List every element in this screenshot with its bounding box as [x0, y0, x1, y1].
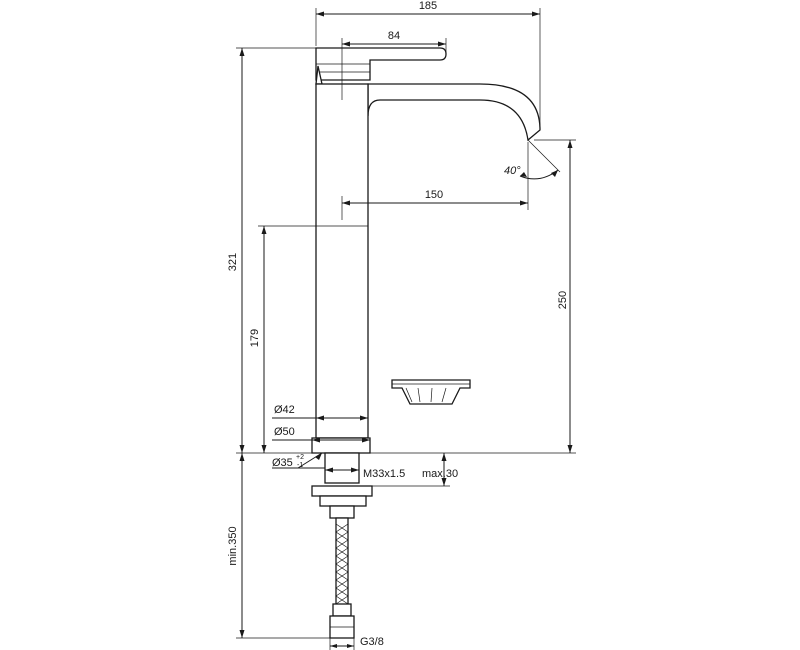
dim-base-diameter: Ø50: [274, 426, 295, 438]
fixing-nut: [311, 485, 373, 497]
dim-spout-reach: 150: [425, 189, 443, 201]
dimension-lines: [236, 8, 576, 650]
dim-spout-height: 250: [557, 291, 569, 309]
dim-overall-width: 185: [419, 0, 437, 12]
dim-body-diameter: Ø42: [274, 404, 295, 416]
body-column: [315, 83, 369, 439]
dim-max-thickness: max.30: [422, 468, 458, 480]
dim-connection: G3/8: [360, 636, 384, 648]
mounting-stud: [324, 452, 360, 484]
dim-lever-length: 84: [388, 30, 400, 42]
aerator-detail: [391, 379, 471, 405]
dim-overall-height: 321: [227, 253, 239, 271]
dim-body-height: 179: [249, 329, 261, 347]
dimension-labels: 185 84 150 321 179 250 40° Ø42 Ø50 Ø35 +…: [227, 0, 569, 648]
dim-hole-tol-minus: -1: [297, 462, 303, 469]
flexible-hose: [329, 517, 355, 639]
faucet-outline: [311, 47, 541, 639]
spout: [367, 83, 541, 142]
dim-min-hose: min.350: [227, 526, 239, 565]
dim-hole-tol-plus: +2: [296, 454, 304, 461]
dim-thread: M33x1.5: [363, 468, 405, 480]
dim-spout-angle: 40°: [504, 165, 521, 177]
dim-hole-diameter: Ø35: [272, 457, 293, 469]
